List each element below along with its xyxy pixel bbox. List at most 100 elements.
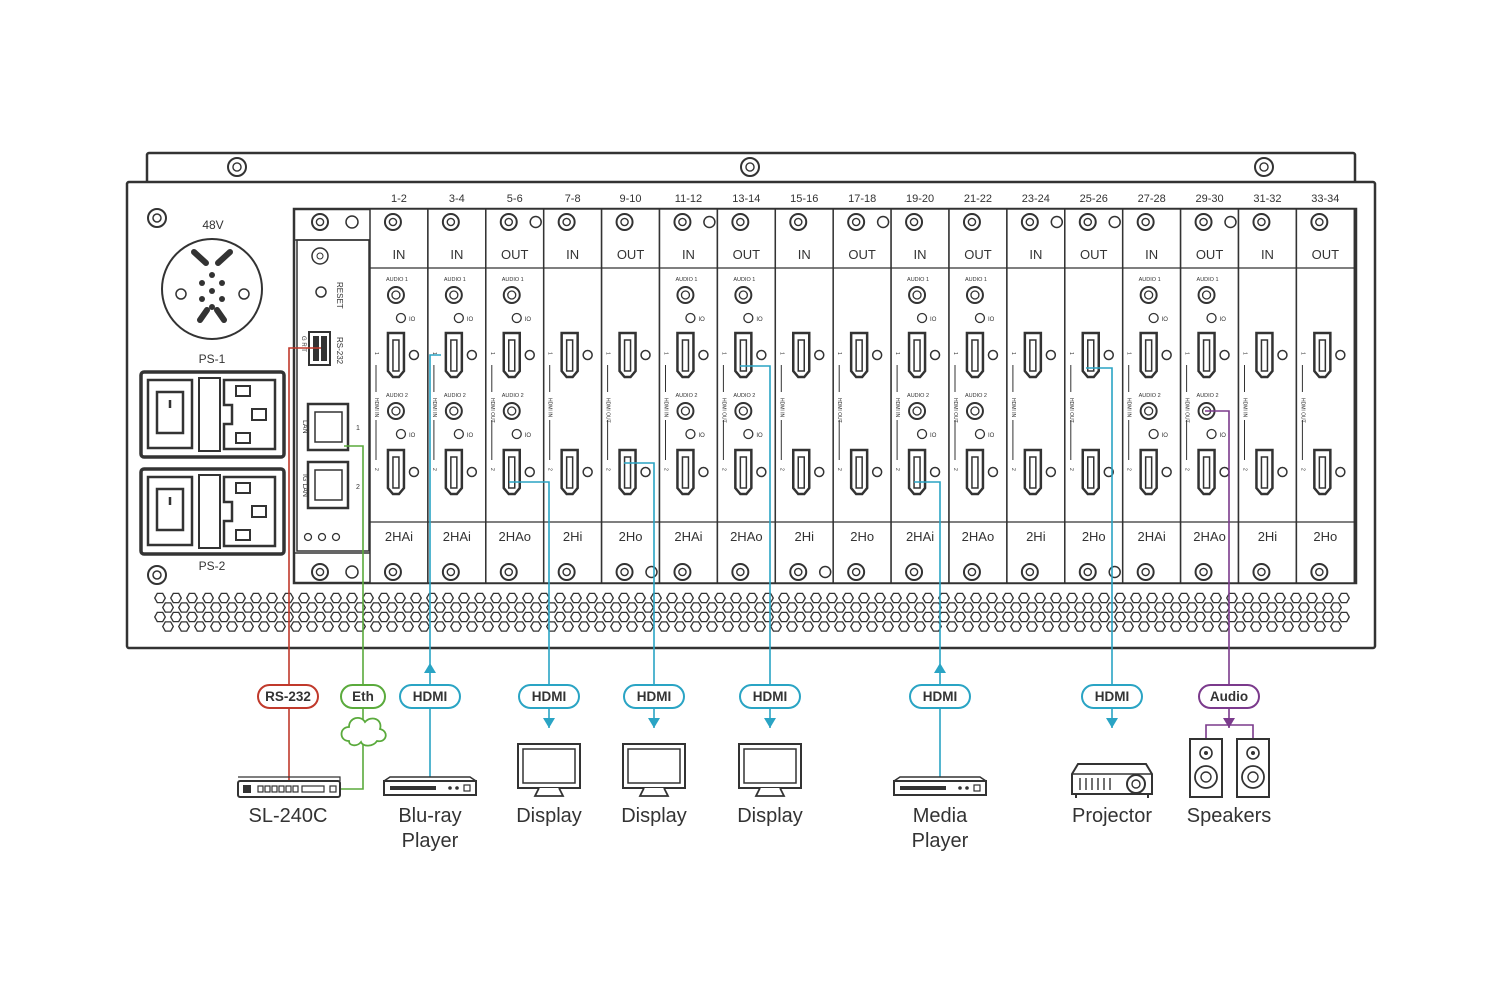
slot-hdmi-label: HDMI OUT	[1068, 398, 1074, 423]
vent-hole	[881, 602, 895, 613]
audio2-jack-center	[391, 406, 401, 416]
slot-screw-small	[645, 565, 658, 579]
controller-button	[285, 785, 292, 793]
vent-hole	[897, 602, 911, 613]
player-dot	[958, 786, 962, 790]
slot-card-model: 2HAi	[443, 529, 471, 544]
io-switch[interactable]	[395, 312, 407, 324]
vent-hole	[289, 621, 303, 632]
vent-hole	[945, 621, 959, 632]
audio2-jack-center	[738, 406, 748, 416]
io-switch[interactable]	[743, 312, 754, 324]
vent-hole	[1097, 611, 1111, 623]
connection-label-hdmi: HDMI	[623, 684, 685, 709]
vent-hole	[1273, 611, 1287, 623]
io-switch[interactable]	[743, 428, 754, 440]
projector-icon	[1071, 763, 1153, 798]
io-switch[interactable]	[511, 428, 522, 440]
vent-hole	[801, 621, 815, 632]
cable-line	[740, 365, 771, 685]
io-switch[interactable]	[453, 312, 465, 324]
vent-hole	[425, 592, 439, 604]
hdmi-port-led	[466, 349, 478, 361]
io-switch[interactable]	[1148, 428, 1159, 440]
lan-port-2[interactable]	[306, 460, 350, 510]
slot-frame	[1064, 208, 1124, 584]
vent-hole	[345, 592, 359, 604]
hdmi-port-tongue	[1087, 456, 1095, 489]
io-switch[interactable]	[453, 428, 465, 440]
hdmi-port-tongue	[1029, 339, 1037, 372]
slot-frame	[1237, 208, 1298, 584]
status-led	[303, 532, 313, 542]
slot-port2-mark: 2	[431, 468, 437, 471]
vent-hole	[1153, 621, 1167, 632]
screw-center	[793, 217, 803, 227]
vent-hole	[1121, 621, 1135, 632]
vent-hole	[1129, 611, 1143, 623]
vent-hole	[665, 592, 679, 604]
vent-hole	[1009, 602, 1023, 613]
vent-hole	[489, 611, 503, 623]
vent-hole	[225, 621, 239, 632]
vent-hole	[785, 621, 799, 632]
reset-button[interactable]	[315, 286, 327, 298]
vent-hole	[889, 611, 903, 623]
io-switch[interactable]	[511, 312, 522, 324]
arrow-down	[543, 718, 555, 728]
slot-hdmi-label: HDMI IN	[1242, 398, 1248, 418]
io-switch[interactable]	[916, 312, 928, 324]
io-switch[interactable]	[974, 312, 986, 324]
hdmi-port-led	[756, 466, 767, 478]
io-label: IO	[467, 317, 474, 323]
label-text: HDMI	[753, 689, 788, 704]
io-switch[interactable]	[1206, 312, 1217, 324]
vent-hole	[513, 602, 527, 613]
hdmi-port-led	[524, 349, 535, 361]
vent-hole	[657, 602, 671, 613]
vent-hole	[1305, 611, 1319, 623]
io-switch[interactable]	[974, 428, 986, 440]
vent-hole	[833, 621, 847, 632]
vent-hole	[1185, 602, 1199, 613]
iec-inlet[interactable]	[222, 378, 277, 451]
vent-hole	[497, 621, 511, 632]
slot-frame	[542, 208, 603, 584]
io-switch[interactable]	[685, 312, 696, 324]
device-name: Projector	[1072, 805, 1152, 827]
io-switch[interactable]	[685, 428, 696, 440]
vent-hole	[817, 621, 831, 632]
vent-hole	[321, 621, 335, 632]
vent-hole	[1033, 611, 1047, 623]
display-stand	[754, 787, 786, 797]
lan-port-1[interactable]	[306, 402, 350, 452]
label-pill	[518, 684, 580, 709]
io-switch[interactable]	[1206, 428, 1217, 440]
screw-center	[562, 567, 571, 577]
slot-port2-mark: 2	[373, 468, 379, 471]
io-switch[interactable]	[916, 428, 928, 440]
vent-hole	[401, 602, 415, 613]
slot-port-numbers: 25-26	[1080, 193, 1108, 205]
arrow-down	[764, 718, 776, 728]
iec-inlet[interactable]	[222, 475, 277, 548]
io-label: IO	[525, 433, 532, 439]
slot-direction: IN	[566, 247, 579, 262]
io-switch[interactable]	[395, 428, 407, 440]
io-switch[interactable]	[1148, 312, 1159, 324]
screw-center	[1141, 567, 1150, 577]
hdmi-port-led	[871, 349, 883, 361]
vent-hole	[1185, 621, 1199, 632]
vent-hole	[361, 592, 375, 604]
audio1-label: AUDIO 1	[965, 277, 987, 283]
vent-hole	[1193, 611, 1207, 623]
vent-hole	[1081, 592, 1095, 604]
audio2-label: AUDIO 2	[1197, 393, 1219, 399]
audio1-label: AUDIO 1	[1139, 277, 1161, 283]
vent-hole	[721, 621, 735, 632]
vent-hole	[625, 602, 639, 613]
cage-screw	[345, 565, 359, 579]
vent-hole	[1273, 592, 1287, 604]
io-label: IO	[1220, 317, 1227, 323]
